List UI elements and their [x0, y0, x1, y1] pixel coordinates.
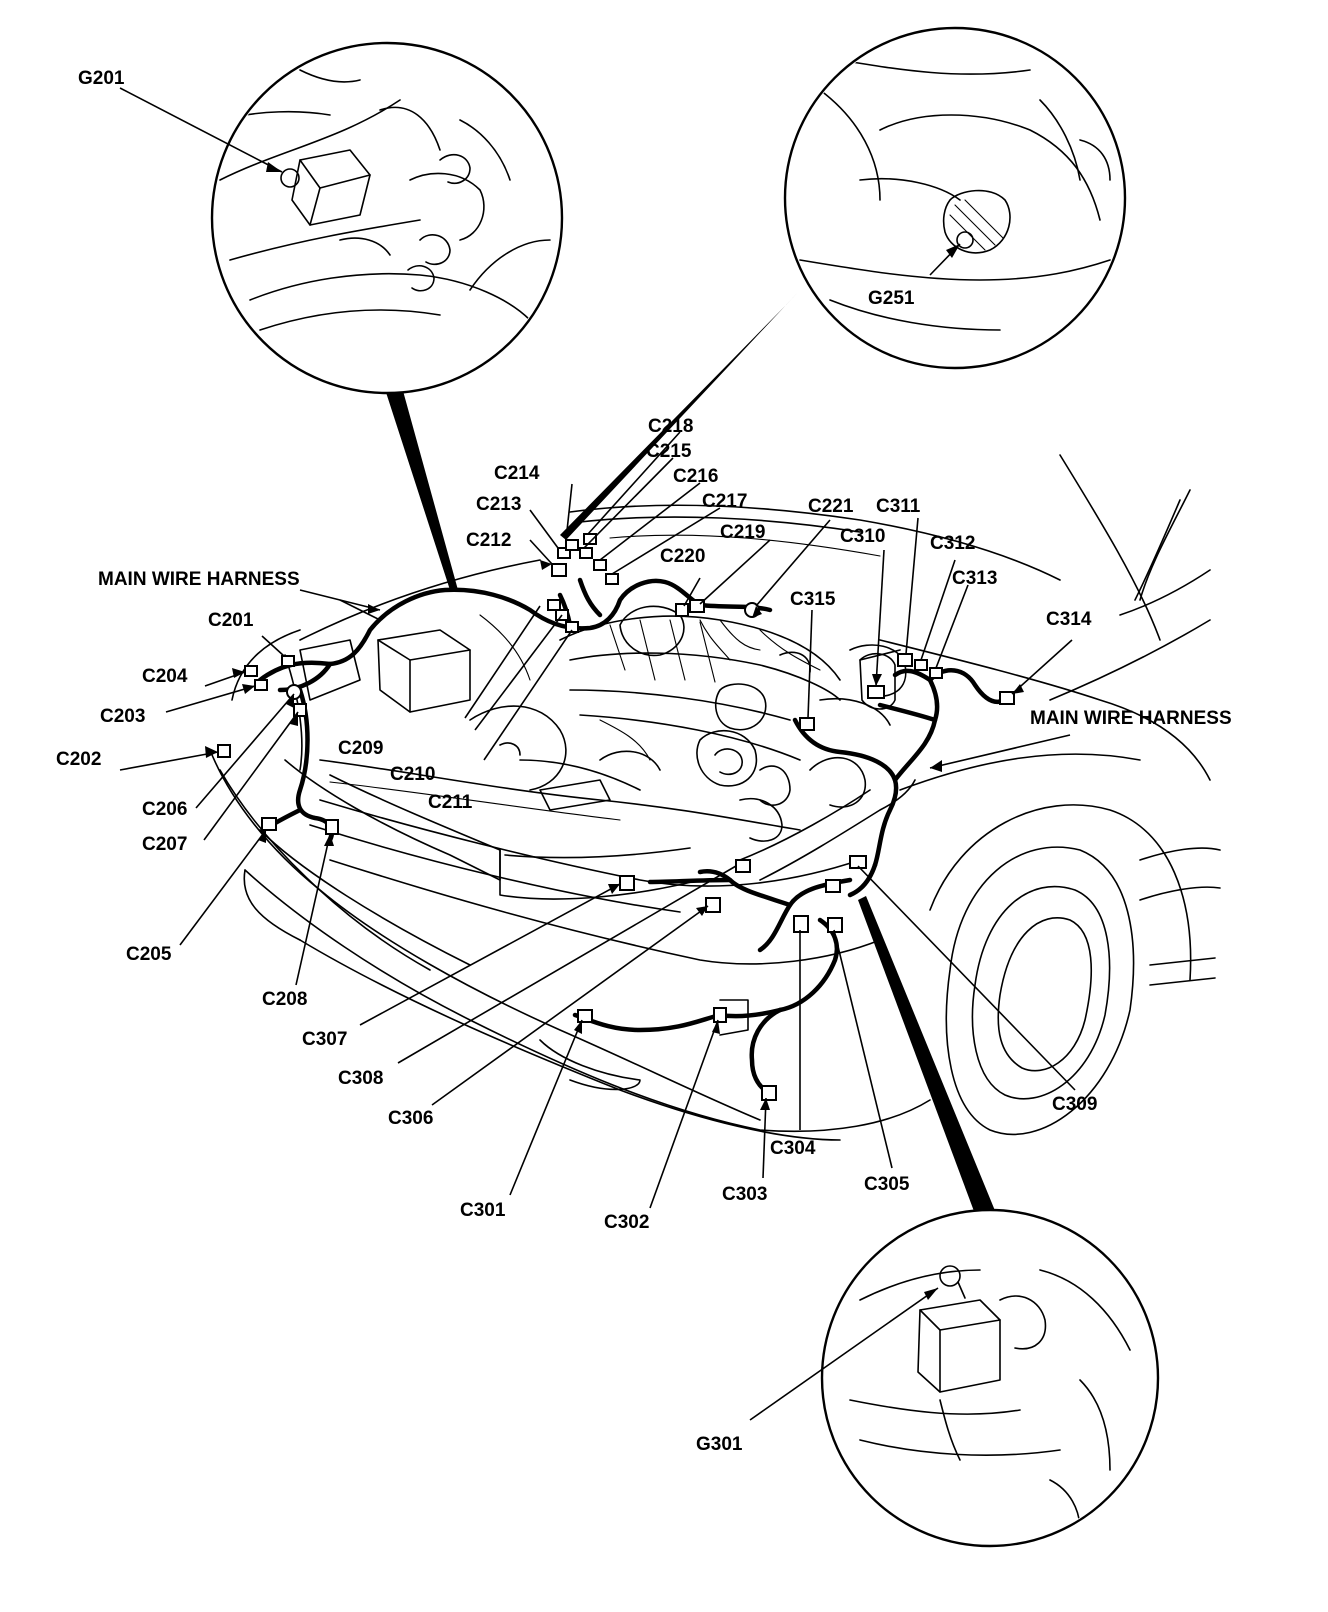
label-c310: C310	[840, 526, 885, 547]
label-c311: C311	[876, 496, 921, 517]
g251-detail-view	[783, 26, 1127, 370]
label-main-wire-harness-right: MAIN WIRE HARNESS	[1030, 708, 1232, 729]
label-c214: C214	[494, 463, 540, 484]
main-wire-harness-path	[257, 577, 1008, 1093]
label-c205: C205	[126, 944, 172, 965]
label-c206: C206	[142, 799, 187, 820]
connector-c215-marker	[579, 547, 593, 559]
label-c307: C307	[302, 1029, 347, 1050]
connector-c220-marker	[675, 603, 689, 617]
labels: G201 G251 G301 MAIN WIRE HARNESS MAIN WI…	[56, 68, 1232, 1455]
connector-markers	[217, 533, 1015, 1101]
label-c315: C315	[790, 589, 836, 610]
connector-c211-marker	[565, 621, 579, 633]
label-g251: G251	[868, 288, 915, 309]
label-c221: C221	[808, 496, 854, 517]
label-c211: C211	[428, 792, 473, 813]
g201-callout-wedge	[382, 380, 458, 590]
label-c301: C301	[460, 1200, 506, 1221]
connector-c302-marker	[713, 1007, 727, 1023]
connector-c218-marker	[583, 533, 597, 545]
label-c312: C312	[930, 533, 975, 554]
label-c201: C201	[208, 610, 254, 631]
label-c314: C314	[1046, 609, 1092, 630]
connector-c301-marker	[577, 1009, 593, 1023]
label-c202: C202	[56, 749, 101, 770]
connector-c212-marker	[551, 563, 567, 577]
label-g301: G301	[696, 1434, 743, 1455]
label-main-wire-harness-left: MAIN WIRE HARNESS	[98, 569, 300, 590]
connector-c214-marker	[565, 539, 579, 551]
connector-c309-marker	[849, 855, 867, 869]
label-c305: C305	[864, 1174, 910, 1195]
label-c313: C313	[952, 568, 997, 589]
connector-c314-marker	[999, 691, 1015, 705]
connector-c307-marker	[619, 875, 635, 891]
car-body-outline	[209, 454, 1221, 1141]
label-c212: C212	[466, 530, 511, 551]
label-c218: C218	[648, 416, 693, 437]
connector-c311-marker	[897, 653, 913, 667]
g201-detail-view	[119, 41, 564, 395]
connector-c313-marker	[929, 667, 943, 679]
connector-c304-marker	[793, 915, 809, 933]
connector-c310-marker	[867, 685, 885, 699]
label-c216: C216	[673, 466, 718, 487]
connector-c305-marker	[827, 917, 843, 933]
connector-c217-marker	[605, 573, 619, 585]
connector-c303-marker	[761, 1085, 777, 1101]
connector-c204-marker	[244, 665, 258, 677]
label-c303: C303	[722, 1184, 767, 1205]
connector-c201-marker	[281, 655, 295, 667]
label-c210: C210	[390, 764, 435, 785]
connector-c312-marker	[914, 659, 928, 671]
arrowheads	[205, 560, 1024, 1110]
label-c203: C203	[100, 706, 145, 727]
connector-c213-marker	[557, 547, 571, 559]
connector-c308-marker	[735, 859, 751, 873]
label-g201: G201	[78, 68, 125, 89]
label-c308: C308	[338, 1068, 383, 1089]
g251-callout-wedge	[560, 290, 800, 540]
label-c306: C306	[388, 1108, 433, 1129]
label-c204: C204	[142, 666, 188, 687]
connector-c209-marker	[547, 599, 561, 611]
g301-detail-view	[749, 1208, 1160, 1548]
label-c309: C309	[1052, 1094, 1097, 1115]
connector-c216-marker	[593, 559, 607, 571]
label-c220: C220	[660, 546, 705, 567]
connector-c205-marker	[261, 817, 277, 831]
label-c213: C213	[476, 494, 521, 515]
label-c208: C208	[262, 989, 307, 1010]
connector-c208-marker	[325, 819, 339, 835]
label-c215: C215	[646, 441, 692, 462]
label-c217: C217	[702, 491, 747, 512]
connector-c203-marker	[254, 679, 268, 691]
connector-c309b-marker	[825, 879, 841, 893]
connector-c202-marker	[217, 744, 231, 758]
label-c302: C302	[604, 1212, 649, 1233]
label-c219: C219	[720, 522, 765, 543]
label-c209: C209	[338, 738, 383, 759]
g301-callout-wedge	[858, 896, 998, 1222]
label-c207: C207	[142, 834, 187, 855]
connector-c315-marker	[799, 717, 815, 731]
connector-c306-marker	[705, 897, 721, 913]
label-c304: C304	[770, 1138, 816, 1159]
